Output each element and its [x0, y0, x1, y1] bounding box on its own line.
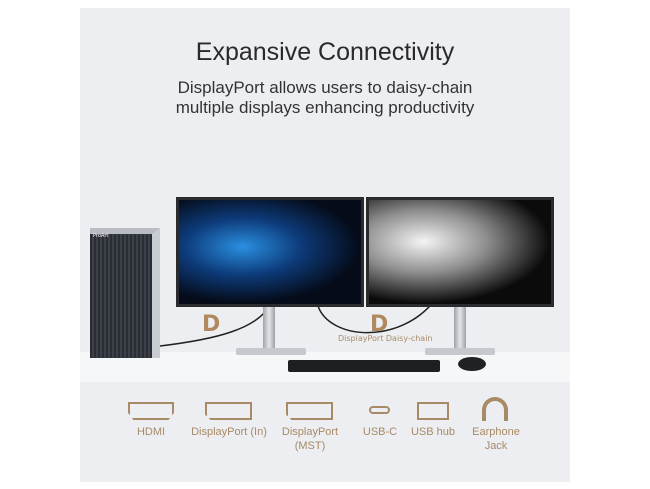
- monitor-base: [236, 348, 306, 355]
- keyboard: [288, 360, 440, 372]
- port-label-line: (MST): [294, 440, 326, 452]
- monitor-right: [366, 197, 554, 307]
- monitor-stand: [263, 304, 275, 348]
- page-title: Expansive Connectivity: [195, 38, 455, 66]
- displayport-logo: D: [202, 312, 221, 337]
- headphone-icon: [482, 397, 508, 421]
- displayport-logo: D: [370, 312, 389, 337]
- subtitle-line: multiple displays enhancing productivity: [175, 98, 475, 117]
- monitor-stand: [454, 304, 466, 348]
- subtitle-line: DisplayPort allows users to daisy-chain: [177, 78, 473, 97]
- port-label: USB-C: [362, 426, 398, 438]
- tower-brand: ProArt: [93, 233, 109, 239]
- usb-c-icon: [369, 406, 390, 414]
- displayport-icon: [286, 402, 333, 420]
- port-label-line: DisplayPort: [281, 426, 339, 438]
- port-label-line: Jack: [484, 440, 508, 452]
- monitor-left: [176, 197, 364, 307]
- port-label: DisplayPort (MST): [275, 425, 345, 453]
- pc-tower: ProArt: [90, 228, 160, 358]
- hdmi-port-icon: [128, 402, 174, 420]
- port-label: DisplayPort (In): [191, 426, 267, 438]
- daisy-chain-caption: DisplayPort Daisy-chain: [338, 334, 433, 343]
- monitor-base: [425, 348, 495, 355]
- usb-a-icon: [417, 402, 449, 420]
- mouse: [458, 357, 486, 371]
- port-label: HDMI: [136, 426, 166, 438]
- port-label: USB hub: [410, 426, 456, 438]
- port-label-line: Earphone: [472, 426, 520, 438]
- displayport-icon: [205, 402, 252, 420]
